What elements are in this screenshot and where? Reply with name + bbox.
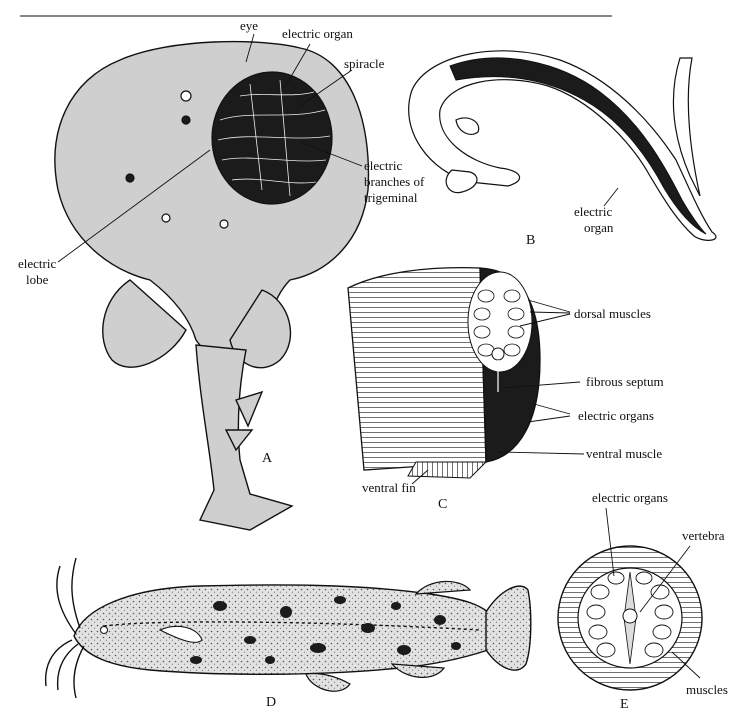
- ray-spot-2: [162, 214, 170, 222]
- e-vertebra: [623, 609, 637, 623]
- panel-letter-b: B: [526, 233, 535, 248]
- label-electric-lobe-2: lobe: [26, 272, 49, 287]
- label-electric-lobe-1: electric: [18, 256, 56, 271]
- ray-disc: [55, 42, 369, 361]
- ray-eye: [181, 91, 191, 101]
- panel-letter-c: C: [438, 497, 447, 512]
- panel-c-cross-section: [348, 268, 584, 484]
- panel-letter-e: E: [620, 697, 629, 712]
- label-ventral-muscle: ventral muscle: [586, 446, 662, 461]
- eel-pectoral-fin-2: [456, 118, 479, 134]
- ray-spot-3: [220, 220, 228, 228]
- section-ventral-fin: [408, 462, 486, 478]
- label-fibrous-septum: fibrous septum: [586, 374, 664, 389]
- catfish-eye: [101, 627, 108, 634]
- label-electric-branches-2: branches of: [364, 174, 425, 189]
- section-vertebra: [492, 348, 504, 360]
- section-outer-skin: [348, 268, 486, 470]
- catfish-pelvic-fin: [306, 673, 350, 691]
- label-dorsal-muscles: dorsal muscles: [574, 306, 651, 321]
- leader-ventral-muscle: [498, 452, 584, 454]
- label-ventral-fin: ventral fin: [362, 480, 416, 495]
- label-electric-branches-3: trigeminal: [364, 190, 418, 205]
- label-e-vertebra: vertebra: [682, 528, 725, 543]
- panel-letter-a: A: [262, 451, 273, 466]
- label-e-muscles: muscles: [686, 682, 728, 697]
- label-electric-organs-c: electric organs: [578, 408, 654, 423]
- catfish-anal-fin: [392, 664, 444, 677]
- catfish-tail: [486, 586, 531, 670]
- label-electric-organ-a: electric organ: [282, 26, 353, 41]
- eel-pectoral-fin-1: [446, 170, 477, 193]
- panel-b-electric-eel: [409, 51, 716, 241]
- label-eel-electric-2: organ: [584, 220, 614, 235]
- panel-d-electric-catfish: [46, 558, 531, 698]
- panel-a-torpedo-ray: [55, 34, 369, 530]
- panel-e-cross-section: [558, 508, 702, 690]
- label-eye: eye: [240, 18, 258, 33]
- label-electric-branches-1: electric: [364, 158, 402, 173]
- ray-spiracle: [182, 116, 190, 124]
- label-e-electric-organs: electric organs: [592, 490, 668, 505]
- label-spiracle: spiracle: [344, 56, 385, 71]
- catfish-body: [74, 585, 488, 674]
- label-eel-electric-1: electric: [574, 204, 612, 219]
- ray-spot-1: [126, 174, 134, 182]
- panel-letter-d: D: [266, 695, 276, 710]
- catfish-adipose-fin: [416, 581, 470, 594]
